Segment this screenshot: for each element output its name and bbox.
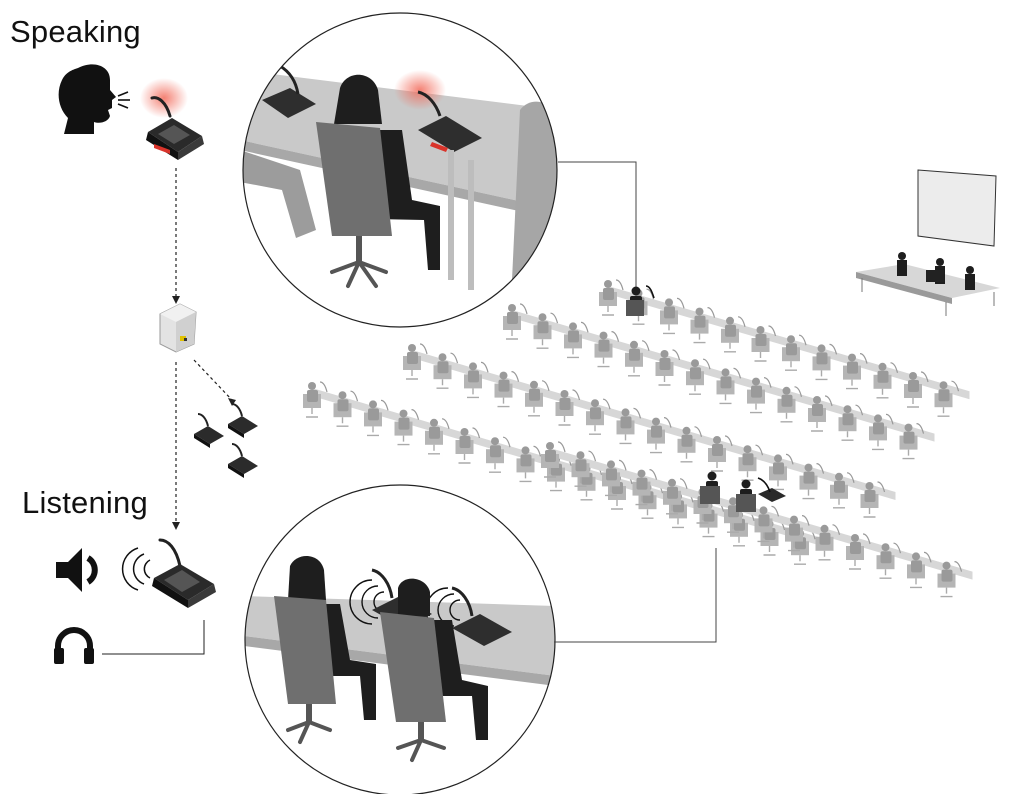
headphone-cable (102, 620, 204, 654)
delegate-table (550, 448, 973, 580)
speaking-label: Speaking (10, 14, 141, 50)
delegate-units-group (194, 404, 258, 478)
loudspeaker-icon (56, 548, 95, 592)
callout-line-top (558, 162, 636, 288)
headphones-icon (54, 630, 94, 664)
conference-microphone-icon (228, 404, 258, 438)
delegate-table (412, 350, 896, 500)
delegate-seat (303, 382, 327, 417)
callout-line-bottom (554, 548, 716, 642)
link-ap-to-units (194, 360, 232, 400)
active-microphone-unit (140, 78, 204, 160)
magnified-speaker-view (240, 10, 560, 330)
conference-microphone-icon (194, 414, 224, 448)
wireless-access-point-icon (160, 304, 196, 352)
delegate-seat (599, 280, 623, 315)
presidium-table (856, 252, 1000, 316)
speaking-head-icon (59, 64, 130, 134)
conference-microphone-icon (228, 444, 258, 478)
listening-label: Listening (22, 485, 148, 521)
delegate-seat (403, 344, 427, 379)
projection-screen (918, 170, 996, 246)
magnified-listener-view (244, 484, 556, 794)
receiving-microphone-unit (123, 540, 216, 608)
delegate-seat (503, 304, 527, 339)
